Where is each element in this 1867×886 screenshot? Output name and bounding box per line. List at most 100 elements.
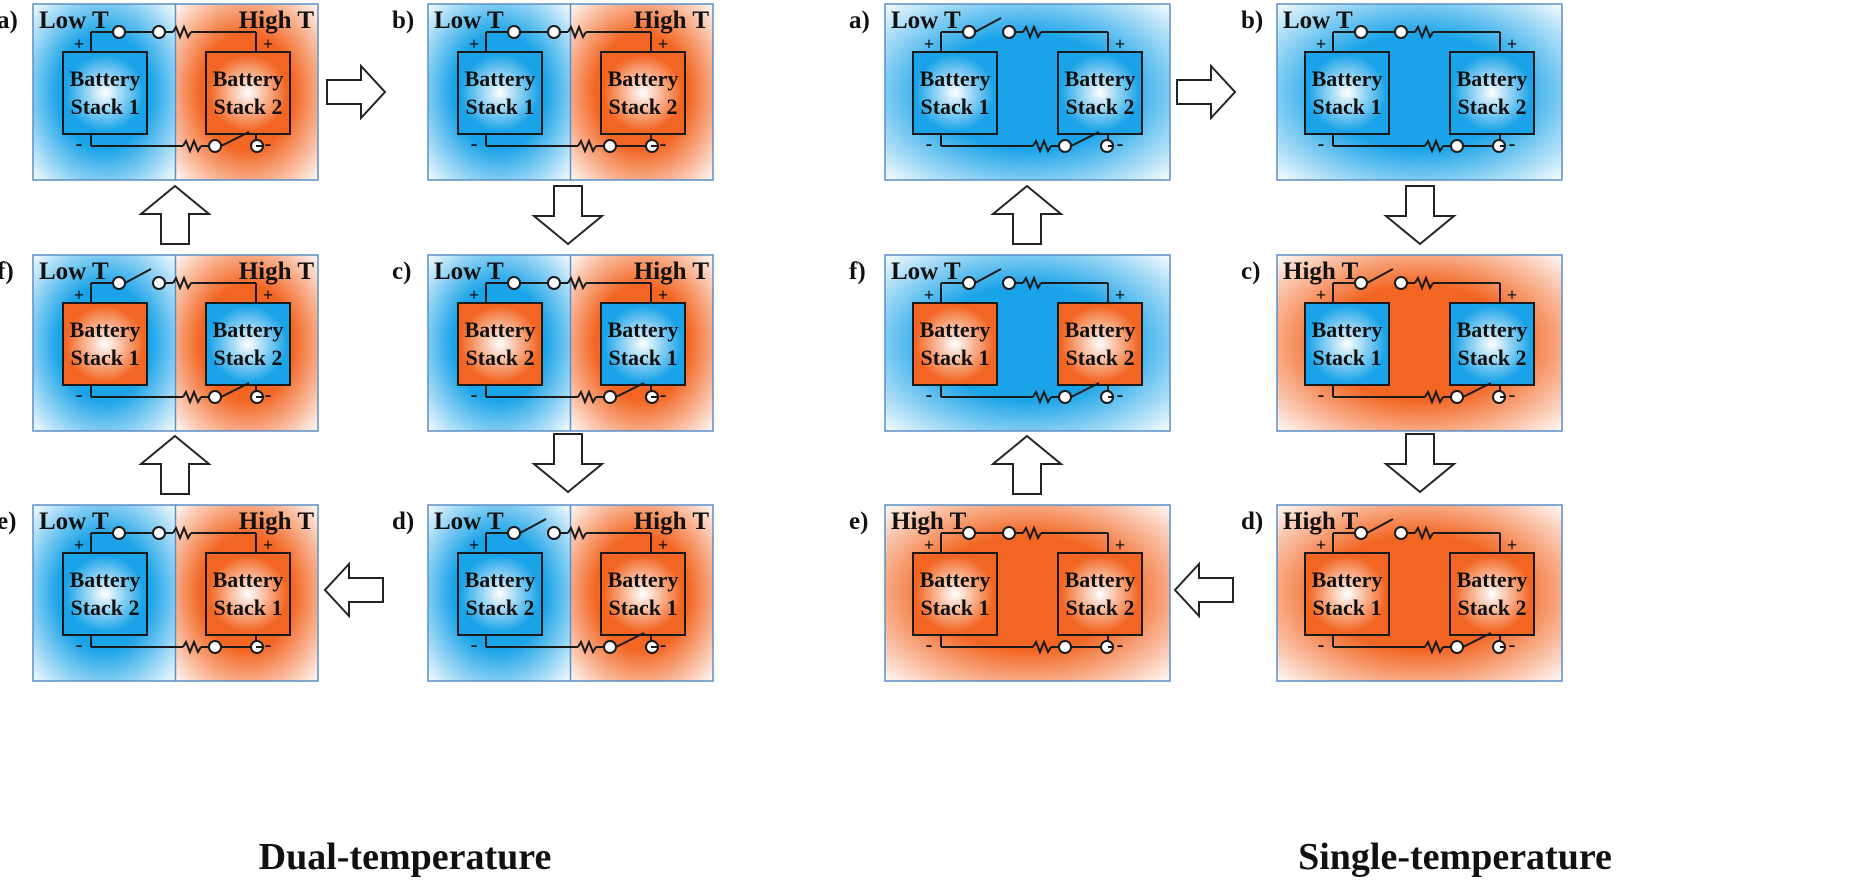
battery-box [1057, 552, 1143, 636]
battery-label: Battery [1065, 317, 1136, 342]
bottom-resistor [1032, 138, 1052, 154]
plus-terminal: + [1115, 34, 1125, 54]
minus-terminal: - [265, 133, 272, 155]
high-t-label: High T [239, 7, 315, 34]
bottom-resistor [1424, 389, 1444, 405]
battery-label: Battery [465, 317, 536, 342]
temperature-label: High T [1283, 258, 1359, 285]
plus-terminal: + [1115, 535, 1125, 555]
panel-label: e) [849, 508, 868, 535]
battery-box [1304, 51, 1390, 135]
stack-label: Stack 2 [1065, 94, 1134, 119]
battery-label: Battery [465, 66, 536, 91]
bottom-resistor [1424, 138, 1444, 154]
minus-terminal: - [1318, 133, 1325, 155]
battery-box [62, 51, 148, 135]
stack-label: Stack 1 [920, 345, 989, 370]
panel-frame [427, 3, 714, 181]
battery-box [1449, 302, 1535, 386]
temperature-label: Low T [1283, 7, 1353, 34]
battery-label: Battery [70, 66, 141, 91]
switch-blade [1366, 268, 1394, 284]
top-resistor [1022, 275, 1042, 291]
arrow-c-to-d [531, 433, 605, 494]
battery-label: Battery [1312, 567, 1383, 592]
battery-label: Battery [213, 567, 284, 592]
minus-terminal: - [265, 634, 272, 656]
battery-box [912, 51, 998, 135]
battery-box [62, 552, 148, 636]
top-resistor [1022, 525, 1042, 541]
arrows-layer [138, 63, 1457, 619]
panel-frame [427, 254, 714, 432]
switch-blade [1462, 632, 1492, 648]
switch-blade [974, 17, 1002, 33]
stack-label: Stack 2 [1457, 345, 1526, 370]
stack-label: Stack 2 [1065, 595, 1134, 620]
switch-contact [1354, 526, 1368, 540]
bottom-switch [1058, 382, 1114, 404]
top-resistor [172, 24, 192, 40]
switch-contact [1058, 139, 1072, 153]
top-switch [112, 268, 166, 290]
low-t-label: Low T [39, 258, 109, 285]
stack-label: Stack 1 [920, 94, 989, 119]
minus-terminal: - [1117, 133, 1124, 155]
bottom-resistor [1032, 389, 1052, 405]
plus-terminal: + [263, 535, 273, 555]
high-t-label: High T [634, 7, 710, 34]
panel-frame [884, 254, 1171, 432]
minus-terminal: - [76, 384, 83, 406]
stack-label: Stack 1 [1312, 595, 1381, 620]
switch-contact [1394, 526, 1408, 540]
switch-contact [1002, 276, 1016, 290]
top-resistor [1414, 525, 1434, 541]
panel-label: f) [0, 258, 14, 285]
panel-label: d) [392, 508, 414, 535]
battery-box [600, 302, 686, 386]
switch-contact [1354, 25, 1368, 39]
battery-label: Battery [1312, 317, 1383, 342]
switch-contact [962, 276, 976, 290]
battery-label: Battery [920, 66, 991, 91]
battery-box [1057, 51, 1143, 135]
bottom-switch [1058, 131, 1114, 153]
high-t-label: High T [239, 508, 315, 535]
panel-label: b) [1241, 7, 1263, 34]
panel-label: f) [849, 258, 866, 285]
switch-blade [1070, 382, 1100, 398]
minus-terminal: - [660, 634, 667, 656]
battery-label: Battery [70, 317, 141, 342]
low-t-label: Low T [39, 508, 109, 535]
top-resistor [567, 275, 587, 291]
minus-terminal: - [1318, 634, 1325, 656]
arrow-d-to-e-single [1173, 561, 1234, 619]
stack-label: Stack 2 [465, 345, 534, 370]
battery-label: Battery [70, 567, 141, 592]
battery-label: Battery [608, 567, 679, 592]
minus-terminal: - [265, 384, 272, 406]
panel-frame [32, 254, 319, 432]
low-t-label: Low T [39, 7, 109, 34]
stack-label: Stack 2 [465, 595, 534, 620]
stack-label: Stack 1 [1312, 94, 1381, 119]
high-t-label: High T [239, 258, 315, 285]
panel-label: a) [849, 7, 870, 34]
minus-terminal: - [1117, 384, 1124, 406]
switch-contact [507, 276, 521, 290]
battery-box [205, 552, 291, 636]
panel-frame [32, 3, 319, 181]
switch-contact [1394, 25, 1408, 39]
plus-terminal: + [469, 285, 479, 305]
stack-label: Stack 1 [608, 345, 677, 370]
top-switch [1354, 25, 1408, 39]
stack-label: Stack 1 [70, 94, 139, 119]
switch-contact [112, 25, 126, 39]
bottom-resistor [577, 389, 597, 405]
